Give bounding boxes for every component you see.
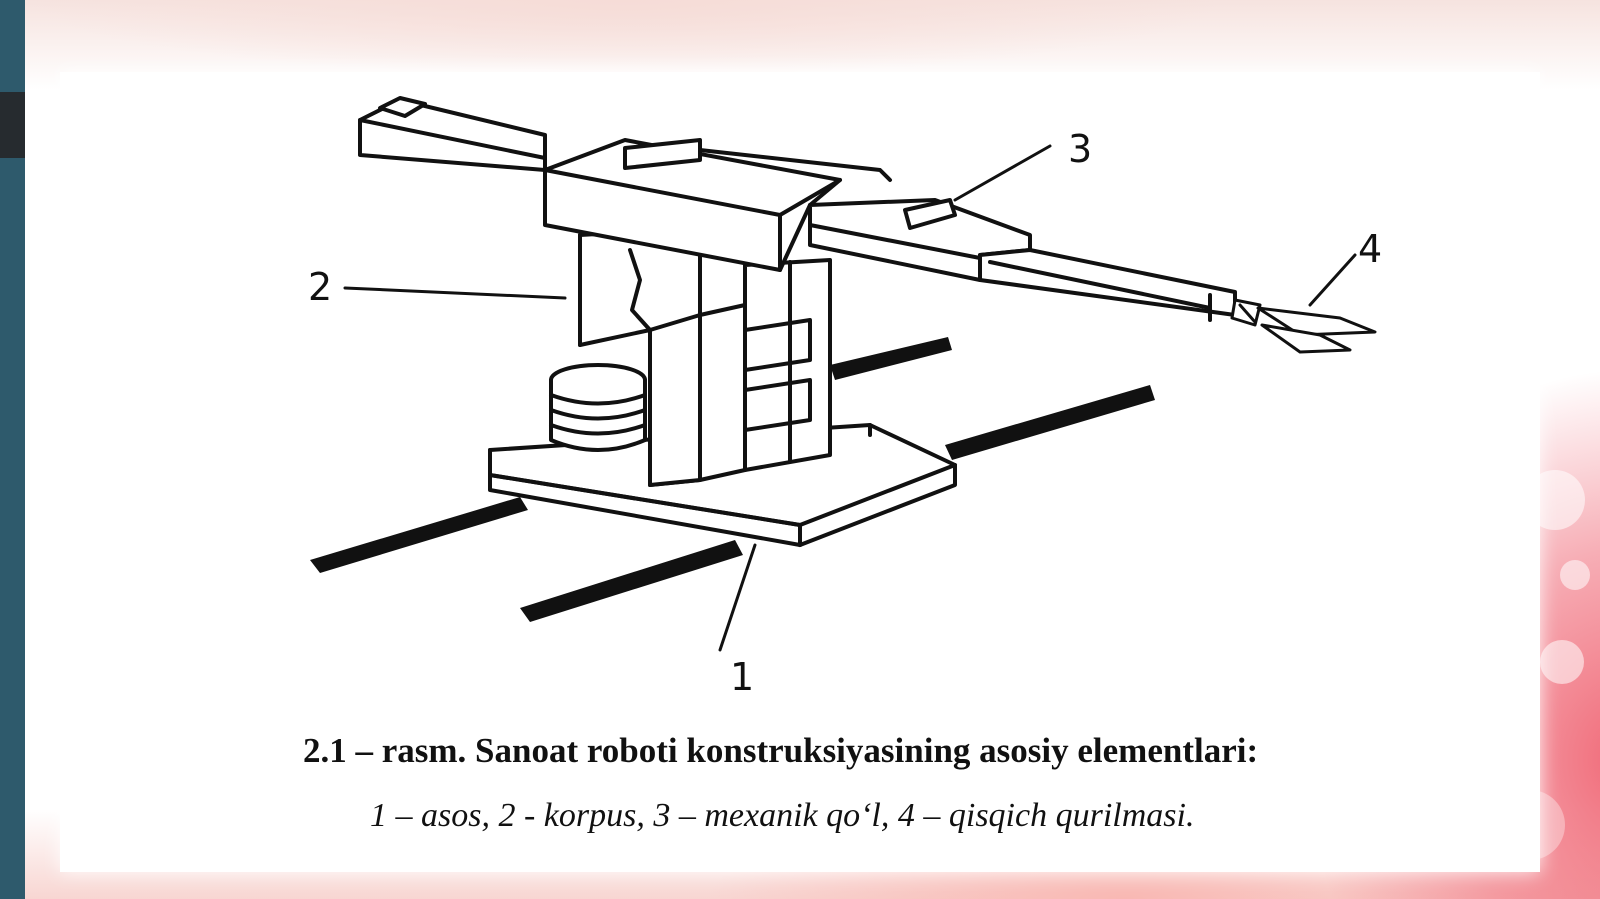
callout-1-label: 1: [730, 655, 754, 699]
rail-stripes: [310, 337, 1155, 622]
callout-3-label: 3: [1068, 127, 1092, 171]
slide-left-tab: [0, 92, 27, 158]
callout-2-label: 2: [308, 265, 332, 309]
leader-lines: [343, 144, 1357, 652]
callout-4-label: 4: [1358, 227, 1382, 271]
mechanical-arm: [808, 198, 1237, 322]
body-column: [578, 226, 832, 487]
cylinder-drive: [549, 363, 647, 452]
figure-caption-title: 2.1 – rasm. Sanoat roboti konstruksiyasi…: [303, 731, 1259, 770]
figure-caption-legend: 1 – asos, 2 - korpus, 3 – mexanik qo‘l, …: [370, 797, 1195, 834]
rear-arm: [358, 96, 547, 172]
gripper: [1230, 298, 1377, 354]
